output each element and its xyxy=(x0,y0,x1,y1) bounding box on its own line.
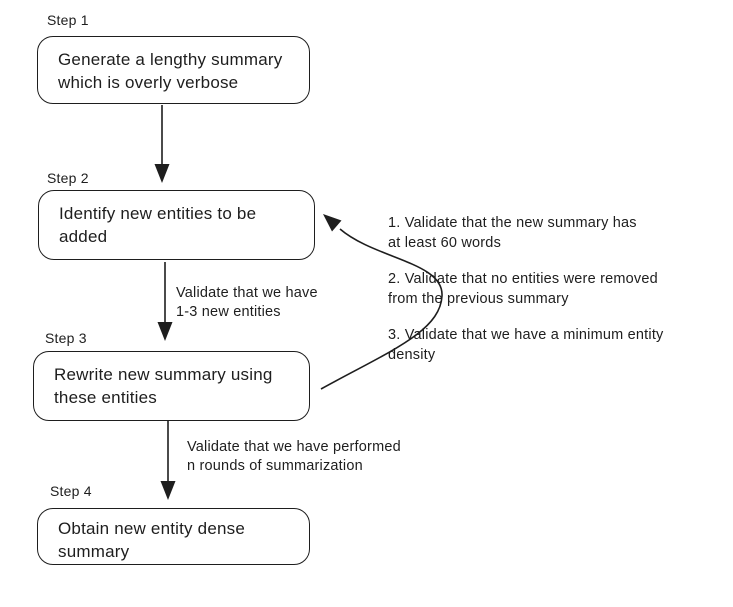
arrow-step1-to-step2 xyxy=(154,105,170,183)
edge-label-new-entities: Validate that we have 1-3 new entities xyxy=(176,285,318,320)
arrow-step2-to-step3 xyxy=(157,262,173,341)
step-1-label: Step 1 xyxy=(47,12,89,28)
step-2-label: Step 2 xyxy=(47,170,89,186)
step-4-label: Step 4 xyxy=(50,483,92,499)
feedback-validation-list: 1. Validate that the new summary has at … xyxy=(388,213,708,381)
step-1-box: Generate a lengthy summary which is over… xyxy=(37,36,310,104)
step-4-box: Obtain new entity dense summary xyxy=(37,508,310,565)
step-3-text: Rewrite new summary using these entities xyxy=(54,365,273,407)
feedback-item-3: 3. Validate that we have a minimum entit… xyxy=(388,327,664,363)
step-4-text: Obtain new entity dense summary xyxy=(58,519,245,561)
feedback-item-1: 1. Validate that the new summary has at … xyxy=(388,215,637,251)
edge-label-n-rounds: Validate that we have performed n rounds… xyxy=(187,439,401,474)
step-2-text: Identify new entities to be added xyxy=(59,204,257,246)
feedback-arrow-step3-to-step2 xyxy=(320,214,443,390)
step-3-label: Step 3 xyxy=(45,330,87,346)
step-3-box: Rewrite new summary using these entities xyxy=(33,351,310,421)
step-2-box: Identify new entities to be added xyxy=(38,190,315,260)
arrow-step3-to-step4 xyxy=(160,421,176,500)
step-1-text: Generate a lengthy summary which is over… xyxy=(58,50,283,92)
feedback-item-2: 2. Validate that no entities were remove… xyxy=(388,271,658,307)
